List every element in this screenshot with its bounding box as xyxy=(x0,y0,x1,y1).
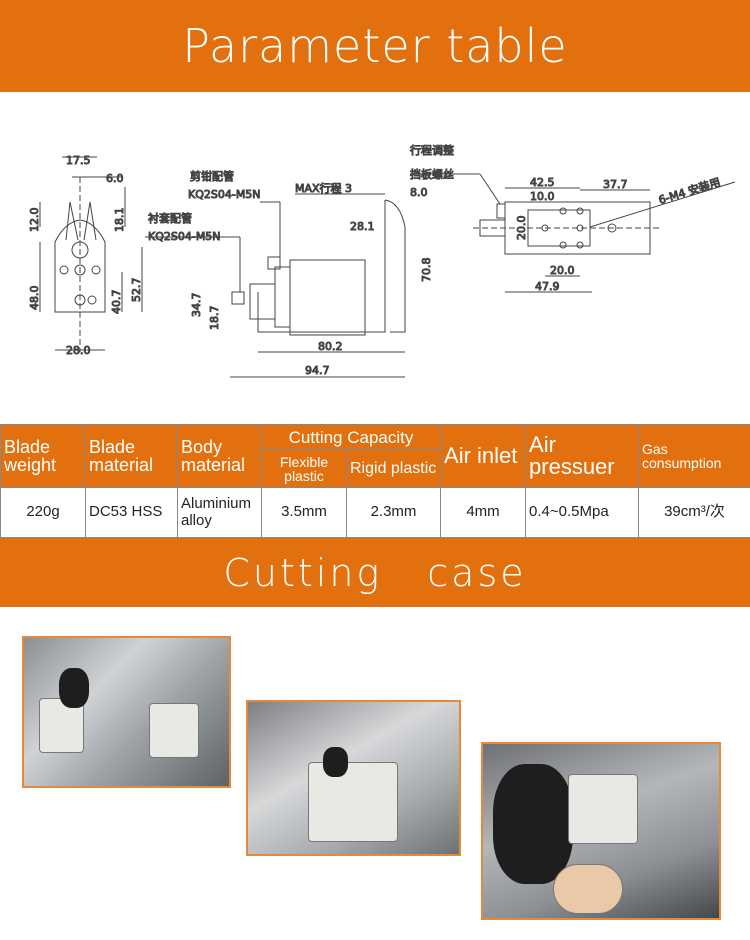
front-view: 17.5 6.0 12.0 18.1 48.0 40.7 52.7 28.0 xyxy=(28,154,144,358)
header-flexible-plastic: Flexible plastic xyxy=(261,449,347,488)
dim-label: 12.0 xyxy=(28,208,41,233)
dim-label: 28.0 xyxy=(66,344,91,357)
dim-label: 42.5 xyxy=(530,176,555,189)
callout-label: KQ2S04-M5N xyxy=(148,230,221,243)
callout-label: 行程调整 xyxy=(410,143,454,157)
callout-label: 6-M4 安装用 xyxy=(657,175,722,207)
side-view: 剪钳配管 KQ2S04-M5N 衬套配管 KQ2S04-M5N MAX行程 3 … xyxy=(145,169,434,378)
dim-label: 17.5 xyxy=(66,154,91,167)
header-rigid-plastic: Rigid plastic xyxy=(345,449,442,488)
dim-label: 34.7 xyxy=(190,293,203,318)
cell-rigid-plastic: 2.3mm xyxy=(345,487,442,538)
dim-label: 80.2 xyxy=(318,340,343,353)
table-header-row: Blade weight Blade material Body materia… xyxy=(0,424,750,488)
dim-label: 6.0 xyxy=(106,172,124,185)
technical-drawing: 17.5 6.0 12.0 18.1 48.0 40.7 52.7 28.0 剪… xyxy=(28,143,736,378)
header-air-pressure: Air pressuer xyxy=(525,424,640,488)
header-cutting-capacity: Cutting Capacity xyxy=(260,424,442,450)
cutting-case-photo-1 xyxy=(22,636,231,788)
cell-air-inlet: 4mm xyxy=(440,487,527,538)
cell-air-pressure: 0.4~0.5Mpa xyxy=(525,487,640,538)
cell-gas-consumption: 39cm³/次 xyxy=(638,487,750,538)
dim-label: 47.9 xyxy=(535,280,560,293)
section-header-parameter-table: Parameter table xyxy=(0,0,750,92)
cell-body-material: Aluminium alloy xyxy=(177,487,262,538)
dim-label: 10.0 xyxy=(530,190,555,203)
cell-flexible-plastic: 3.5mm xyxy=(261,487,347,538)
dim-label: 20.0 xyxy=(515,216,528,241)
dim-label: 70.8 xyxy=(420,258,433,283)
dim-label: 20.0 xyxy=(550,264,575,277)
header-body-material: Body material xyxy=(177,424,262,488)
dim-label: 48.0 xyxy=(28,286,41,311)
dim-label: 40.7 xyxy=(110,290,123,315)
top-view: 行程调整 挡板螺丝 6-M4 安装用 42.5 10.0 37.7 20.0 2… xyxy=(410,143,736,294)
cell-blade-material: DC53 HSS xyxy=(85,487,178,538)
cutting-case-photo-2 xyxy=(246,700,461,856)
table-row: 220g DC53 HSS Aluminium alloy 3.5mm 2.3m… xyxy=(0,487,750,538)
parameter-table: Blade weight Blade material Body materia… xyxy=(0,424,750,538)
dim-label: 18.1 xyxy=(113,208,126,233)
section-header-cutting-case: Cutting case xyxy=(0,538,750,607)
cutting-case-photo-3 xyxy=(481,742,721,920)
header-blade-material: Blade material xyxy=(85,424,178,488)
callout-label: 衬套配管 xyxy=(148,211,192,225)
header-blade-weight: Blade weight xyxy=(0,424,86,488)
callout-label: KQ2S04-M5N xyxy=(188,188,261,201)
cell-blade-weight: 220g xyxy=(0,487,86,538)
dim-label: 52.7 xyxy=(130,278,143,303)
dim-label: 28.1 xyxy=(350,220,375,233)
dim-label: 94.7 xyxy=(305,364,330,377)
header-gas-consumption: Gas consumption xyxy=(638,424,750,488)
callout-label: 挡板螺丝 xyxy=(410,167,454,181)
callout-label: MAX行程 3 xyxy=(295,182,352,195)
page-title: Parameter table xyxy=(182,19,568,73)
dim-label: 8.0 xyxy=(410,186,428,199)
section-title: Cutting case xyxy=(223,550,527,595)
dim-label: 37.7 xyxy=(603,178,628,191)
callout-label: 剪钳配管 xyxy=(190,169,234,183)
header-air-inlet: Air inlet xyxy=(440,424,527,488)
dim-label: 18.7 xyxy=(208,306,221,331)
